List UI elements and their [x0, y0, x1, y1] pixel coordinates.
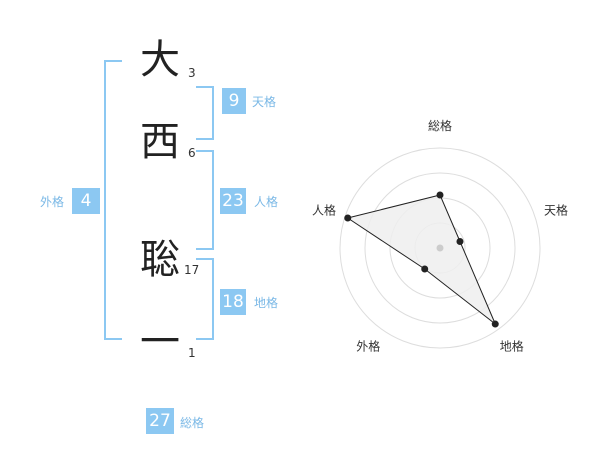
stroke-count-3: 17 [184, 263, 200, 277]
radar-point-5 [344, 214, 352, 222]
radar-axis-label-5: 人格 [312, 202, 336, 217]
name-char-4: 一 [140, 319, 180, 365]
radar-ring-4 [339, 147, 541, 349]
heaven-label: 天格 [252, 95, 277, 109]
earth-bracket [196, 258, 214, 340]
radar-ring-3 [364, 172, 516, 324]
name-char-2: 西 [140, 119, 180, 165]
name-char-3: 聡 [140, 237, 180, 283]
outer-bracket [104, 60, 122, 340]
earth-value-badge: 18 [220, 289, 246, 315]
person-bracket [196, 150, 214, 250]
radar-point-4 [421, 265, 429, 273]
total-value-badge: 27 [146, 408, 174, 434]
radar-point-1 [436, 191, 444, 199]
stroke-count-2: 6 [188, 146, 196, 160]
radar-point-3 [491, 320, 499, 328]
stroke-count-4: 1 [188, 346, 196, 360]
radar-axis-label-2: 天格 [544, 202, 568, 217]
outer-value-badge: 4 [72, 188, 100, 214]
heaven-value-badge: 9 [222, 88, 246, 114]
stroke-count-1: 3 [188, 66, 196, 80]
heaven-bracket [196, 86, 214, 140]
radar-axis-label-3: 地格 [500, 339, 524, 354]
outer-label: 外格 [40, 195, 65, 209]
person-value-badge: 23 [220, 188, 246, 214]
earth-label: 地格 [254, 296, 279, 310]
radar-area [346, 194, 496, 325]
total-label: 総格 [180, 416, 205, 430]
radar-axis-label-4: 外格 [356, 339, 380, 354]
radar-point-2 [456, 238, 464, 246]
radar-points [344, 191, 499, 328]
radar-center-dot [436, 244, 444, 252]
name-char-1: 大 [140, 37, 180, 83]
radar-axis-label-1: 総格 [428, 118, 452, 133]
person-label: 人格 [254, 195, 279, 209]
